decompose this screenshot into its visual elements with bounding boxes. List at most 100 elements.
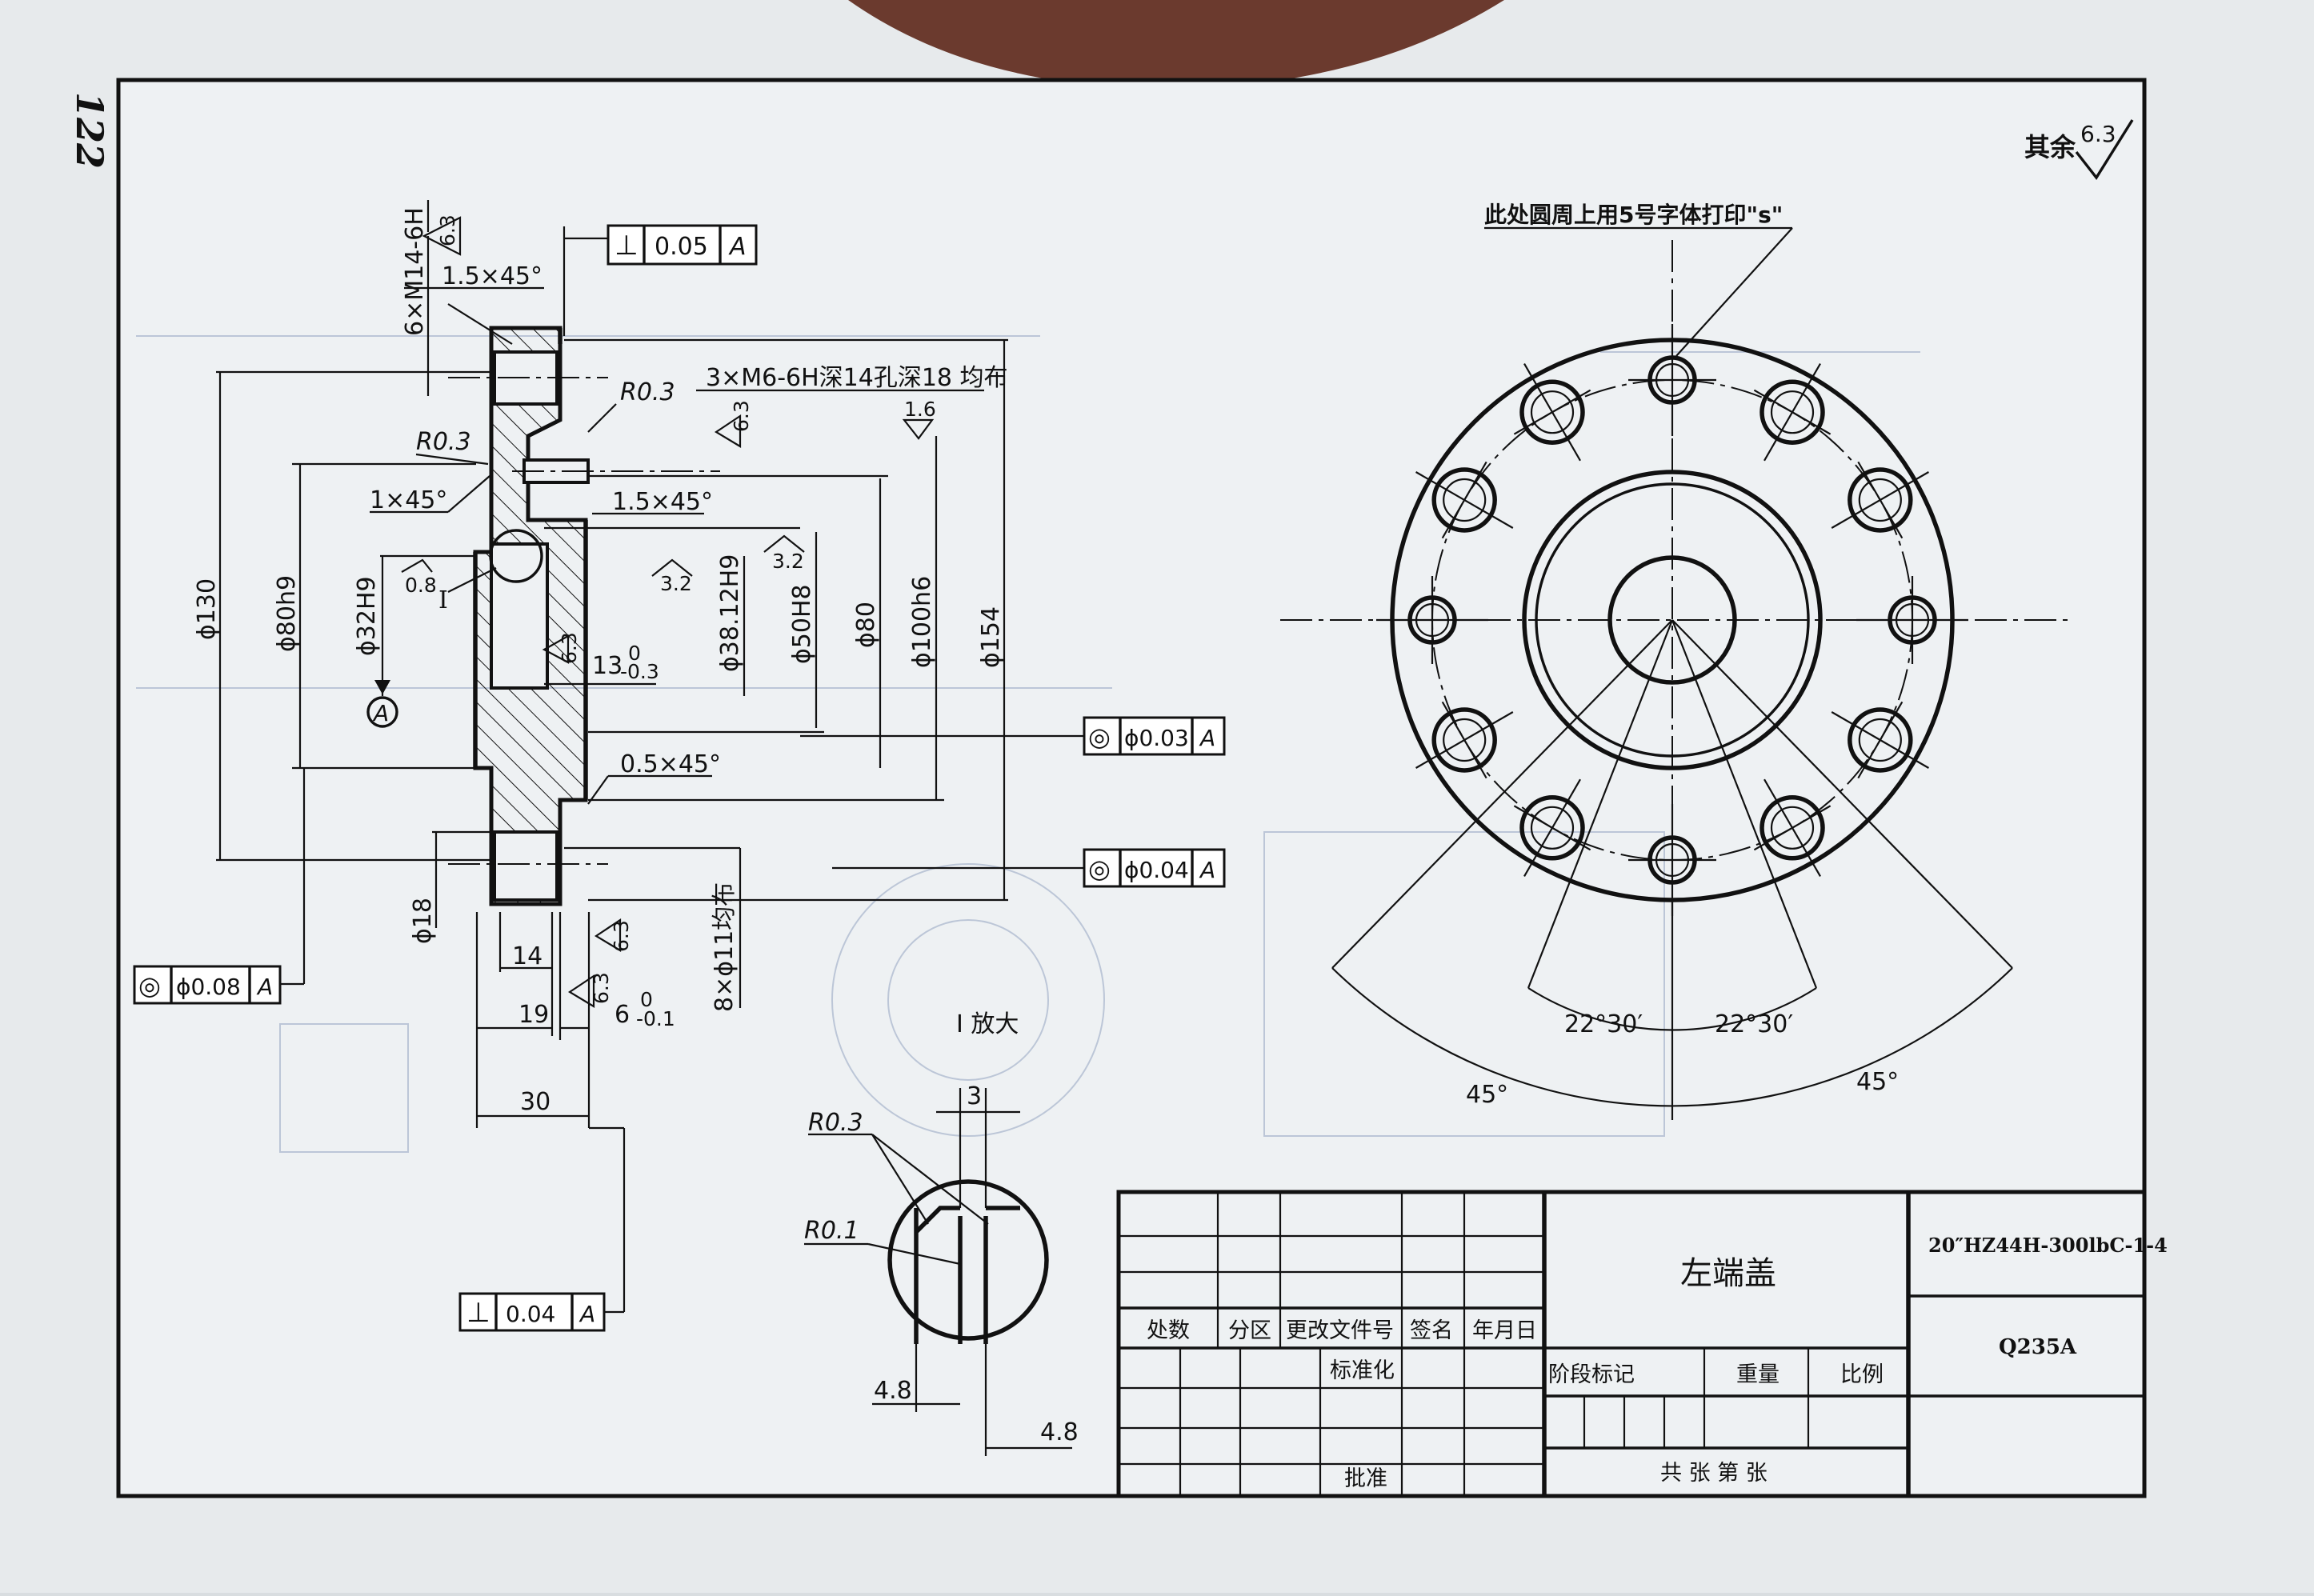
roughness-icon-16 bbox=[902, 418, 935, 440]
detail-view: I 放大 3 R0.3 R0.1 4.8 4.8 bbox=[804, 1010, 1079, 1456]
angle-22-left: 22°30′ bbox=[1564, 1010, 1643, 1038]
bolt-hole-counterbored bbox=[1513, 363, 1591, 462]
gdt-perp-top-symbol: ⊥ bbox=[615, 230, 639, 262]
dim-chamfer-05: 0.5×45° bbox=[620, 750, 721, 778]
tb-part-name: 左端盖 bbox=[1680, 1255, 1776, 1292]
dim-d130: ϕ130 bbox=[193, 578, 221, 640]
detail-circle-mark bbox=[489, 529, 543, 583]
title-block: 处数 分区 更改文件号 签名 年月日 标准化 批准 左端盖 阶段标记 重量 比例… bbox=[1116, 1190, 2168, 1498]
gdt-conc-003: ◎ ϕ0.03 A bbox=[1083, 716, 1226, 756]
gdt-conc-004-datum: A bbox=[1199, 857, 1215, 883]
tb-fenqu: 分区 bbox=[1228, 1318, 1271, 1343]
page-number: 122 bbox=[68, 92, 111, 169]
dim-13: 13 bbox=[592, 652, 623, 680]
gdt-conc-004: ◎ ϕ0.04 A bbox=[1083, 848, 1226, 888]
dim-r03-b: R0.3 bbox=[416, 428, 471, 456]
tb-material: Q235A bbox=[1999, 1335, 2077, 1359]
hand-shadow bbox=[848, 0, 1504, 89]
dim-d80: ϕ80 bbox=[852, 602, 880, 648]
gdt-conc-004-value: ϕ0.04 bbox=[1124, 857, 1189, 883]
surface-note-prefix: 其余 bbox=[2024, 132, 2076, 162]
dim-d80h9: ϕ80h9 bbox=[273, 575, 301, 652]
dim-r03-a: R0.3 bbox=[620, 378, 675, 406]
dim-holes-8: 8×ϕ11均布 bbox=[711, 882, 739, 1012]
tb-gaiwen: 更改文件号 bbox=[1286, 1318, 1394, 1343]
angle-45-left: 45° bbox=[1466, 1081, 1508, 1109]
tb-chushu: 处数 bbox=[1147, 1318, 1190, 1343]
dim-ra-08: 0.8 bbox=[405, 574, 437, 597]
bolt-hole-counterbored bbox=[1753, 363, 1832, 462]
tb-zhongliang: 重量 bbox=[1736, 1362, 1780, 1387]
gdt-perp-top-datum: A bbox=[728, 233, 747, 261]
detail-title: I 放大 bbox=[956, 1010, 1019, 1038]
roughness-icon-32a bbox=[651, 558, 693, 577]
dim-ra-32b: 3.2 bbox=[772, 550, 804, 573]
roughness-icon-thread3 bbox=[714, 414, 742, 448]
bolt-hole-counterbored bbox=[1753, 778, 1832, 877]
gdt-conc-008-value: ϕ0.08 bbox=[176, 974, 241, 1000]
gdt-perp-bottom-datum: A bbox=[578, 1301, 595, 1327]
tb-bili: 比例 bbox=[1840, 1362, 1884, 1387]
bolt-hole-counterbored bbox=[1513, 778, 1591, 877]
dim-chamfer-15: 1.5×45° bbox=[612, 488, 713, 516]
dim-thread-6: 6×M14-6H bbox=[401, 207, 429, 336]
roughness-icon-63c bbox=[567, 974, 595, 1008]
detail-outline-circle bbox=[887, 1179, 1049, 1341]
front-view: 22°30′ 22°30′ 45° 45° 此处圆周上用5号字体打印"s" bbox=[1280, 202, 2072, 1120]
bolt-holes bbox=[1376, 324, 1968, 916]
dim-13-tol-dn: -0.3 bbox=[620, 660, 659, 683]
gdt-perp-bottom-value: 0.04 bbox=[506, 1301, 555, 1327]
gdt-conc-008: ◎ ϕ0.08 A bbox=[133, 965, 282, 1005]
dim-6-tol-dn: -0.1 bbox=[636, 1007, 675, 1030]
dim-d32h9: ϕ32H9 bbox=[353, 576, 381, 656]
gdt-perp-top-value: 0.05 bbox=[655, 233, 708, 261]
gdt-conc-008-symbol: ◎ bbox=[138, 970, 161, 1001]
bolt-hole-counterbored bbox=[1415, 461, 1514, 539]
gdt-conc-008-datum: A bbox=[256, 974, 273, 1000]
gdt-conc-003-value: ϕ0.03 bbox=[1124, 725, 1189, 751]
dim-chamfer-top: 1.5×45° bbox=[442, 262, 542, 290]
dim-d3812: ϕ38.12H9 bbox=[716, 554, 744, 672]
detail-r03: R0.3 bbox=[808, 1109, 863, 1137]
section-view: A 6×M14-6H 6.3 1.5×45° ϕ130 ϕ80h9 ϕ32H9 … bbox=[193, 200, 1084, 1314]
tb-pizhun: 批准 bbox=[1344, 1466, 1387, 1491]
dim-30: 30 bbox=[520, 1088, 550, 1116]
detail-dim-48b: 4.8 bbox=[1040, 1418, 1079, 1446]
dim-ra-16: 1.6 bbox=[904, 398, 936, 421]
gdt-perp-bottom-symbol: ⊥ bbox=[466, 1297, 490, 1329]
dim-19: 19 bbox=[518, 1001, 549, 1029]
dim-chamfer-1: 1×45° bbox=[370, 486, 447, 514]
dim-d50h8: ϕ50H8 bbox=[788, 584, 816, 664]
surface-note-value: 6.3 bbox=[2080, 121, 2116, 147]
tb-zhang: 共 张 第 张 bbox=[1660, 1461, 1768, 1486]
roughness-icon-32b bbox=[763, 534, 805, 553]
roughness-icon-63b bbox=[594, 918, 622, 952]
angle-22-right: 22°30′ bbox=[1715, 1010, 1793, 1038]
section-hole-bottom bbox=[493, 830, 558, 902]
dim-13-tol-up: 0 bbox=[628, 642, 641, 665]
tb-nianyueri: 年月日 bbox=[1472, 1318, 1537, 1343]
bolt-hole bbox=[1856, 576, 1968, 664]
dim-14: 14 bbox=[512, 942, 542, 970]
roughness-icon-08 bbox=[401, 558, 433, 573]
bolt-hole-counterbored bbox=[1831, 461, 1929, 539]
gdt-conc-003-datum: A bbox=[1199, 725, 1215, 751]
bolt-hole-counterbored bbox=[1415, 701, 1514, 779]
gdt-conc-004-symbol: ◎ bbox=[1088, 854, 1111, 884]
datum-a-circle bbox=[366, 696, 398, 728]
tb-biaozhun: 标准化 bbox=[1330, 1358, 1395, 1383]
angle-45-right: 45° bbox=[1856, 1068, 1899, 1096]
surface-roughness-note: 其余 6.3 bbox=[2024, 119, 2134, 180]
detail-r01: R0.1 bbox=[804, 1217, 859, 1245]
detail-dim-3: 3 bbox=[967, 1082, 982, 1110]
roughness-icon-thread6 bbox=[422, 216, 462, 256]
detail-mark-i: I bbox=[438, 586, 448, 614]
gdt-perp-bottom: ⊥ 0.04 A bbox=[458, 1292, 606, 1332]
gdt-conc-003-symbol: ◎ bbox=[1088, 722, 1111, 752]
dim-6: 6 bbox=[615, 1001, 630, 1029]
datum-a-label: A bbox=[372, 700, 389, 726]
dim-thread-3: 3×M6-6H深14孔深18 均布 bbox=[706, 364, 1008, 392]
dim-d154: ϕ154 bbox=[977, 606, 1005, 668]
